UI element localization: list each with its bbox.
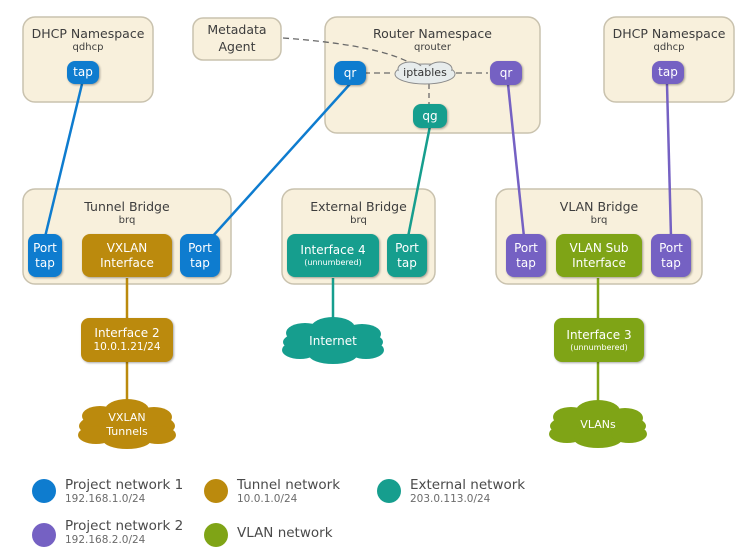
router-qr-right: qr bbox=[490, 61, 522, 85]
dhcp-namespace-left-box bbox=[22, 16, 154, 103]
legend-project1-dot bbox=[32, 479, 56, 503]
interface-2-line1: Interface 2 bbox=[94, 325, 160, 340]
interface-3: Interface 3 (unnumbered) bbox=[554, 318, 644, 362]
legend-tunnel-dot bbox=[204, 479, 228, 503]
vlan-port-tap-left: Port tap bbox=[506, 234, 546, 277]
vlan-port-right-label: Port bbox=[659, 240, 683, 255]
legend-external-cidr: 203.0.113.0/24 bbox=[410, 493, 491, 505]
external-port-label: Port bbox=[395, 240, 419, 255]
interface-3-line1: Interface 3 bbox=[566, 327, 632, 342]
tunnel-tap-left-label: tap bbox=[35, 255, 55, 270]
vxlan-line2: Interface bbox=[100, 255, 154, 270]
dhcp-left-title: DHCP Namespace bbox=[31, 26, 145, 41]
dhcp-namespace-right-box bbox=[603, 16, 735, 103]
link-router-qr-to-tunnel-port bbox=[211, 83, 351, 238]
vlan-tap-right-label: tap bbox=[661, 255, 681, 270]
router-qg: qg bbox=[413, 104, 447, 128]
legend-vlan-dot bbox=[204, 523, 228, 547]
interface-4: Interface 4 (unnumbered) bbox=[287, 234, 379, 277]
interface-2-line2: 10.0.1.21/24 bbox=[93, 340, 161, 353]
metadata-agent-box bbox=[192, 17, 282, 61]
link-dhcp-left-to-tunnel-port bbox=[43, 83, 84, 238]
link-router-qr-to-vlan-port bbox=[506, 83, 526, 238]
legend-external: External network 203.0.113.0/24 bbox=[410, 477, 525, 505]
vlan-sub-line2: Interface bbox=[572, 255, 626, 270]
tunnel-bridge-subtitle: brq bbox=[118, 215, 136, 226]
legend-vlan-name: VLAN network bbox=[237, 525, 333, 541]
external-tap-label: tap bbox=[397, 255, 417, 270]
interface-4-line2: (unnumbered) bbox=[304, 258, 362, 267]
legend-tunnel: Tunnel network 10.0.1.0/24 bbox=[237, 477, 340, 505]
vlan-bridge-subtitle: brq bbox=[590, 215, 608, 226]
link-dhcp-right-to-vlan-port bbox=[665, 83, 673, 238]
tunnel-bridge-title: Tunnel Bridge bbox=[84, 199, 170, 214]
legend-tunnel-cidr: 10.0.1.0/24 bbox=[237, 493, 298, 505]
legend-tunnel-name: Tunnel network bbox=[237, 477, 341, 493]
dhcp-left-tap: tap bbox=[67, 61, 99, 84]
tunnel-port-left-label: Port bbox=[33, 240, 57, 255]
dhcp-left-subtitle: qdhcp bbox=[72, 42, 104, 53]
metadata-agent-line1: Metadata bbox=[207, 22, 267, 37]
vlan-bridge-title: VLAN Bridge bbox=[559, 199, 639, 214]
vxlan-tunnels-line2: Tunnels bbox=[106, 425, 148, 438]
vxlan-tunnels-cloud bbox=[78, 399, 176, 449]
legend-project2-name: Project network 2 bbox=[65, 518, 184, 534]
dhcp-right-tap: tap bbox=[652, 61, 684, 84]
internet-label: Internet bbox=[309, 334, 357, 348]
external-bridge-title: External Bridge bbox=[310, 199, 407, 214]
iptables-cloud bbox=[394, 61, 456, 85]
router-subtitle: qrouter bbox=[414, 42, 451, 53]
vxlan-interface: VXLAN Interface bbox=[82, 234, 172, 277]
vxlan-line1: VXLAN bbox=[106, 240, 148, 255]
vxlan-tunnels-line1: VXLAN bbox=[108, 411, 146, 424]
tunnel-port-right-label: Port bbox=[188, 240, 212, 255]
vlan-sub-line1: VLAN Sub bbox=[569, 240, 629, 255]
legend-external-dot bbox=[377, 479, 401, 503]
vlan-port-tap-right: Port tap bbox=[651, 234, 691, 277]
dhcp-right-subtitle: qdhcp bbox=[653, 42, 685, 53]
vlans-label: VLANs bbox=[580, 418, 616, 431]
tunnel-port-tap-right: Port tap bbox=[180, 234, 220, 277]
router-title: Router Namespace bbox=[373, 26, 492, 41]
legend-external-name: External network bbox=[410, 477, 526, 493]
vlan-tap-left-label: tap bbox=[516, 255, 536, 270]
legend-project1-cidr: 192.168.1.0/24 bbox=[65, 493, 146, 505]
vlan-port-left-label: Port bbox=[514, 240, 538, 255]
iptables-label: iptables bbox=[403, 66, 447, 79]
metadata-link bbox=[282, 37, 413, 65]
legend-vlan: VLAN network bbox=[237, 525, 333, 541]
router-qr-left: qr bbox=[334, 61, 366, 85]
vlans-cloud bbox=[549, 400, 647, 448]
vlan-sub-interface: VLAN Sub Interface bbox=[556, 234, 642, 277]
dhcp-right-title: DHCP Namespace bbox=[612, 26, 726, 41]
interface-3-line2: (unnumbered) bbox=[570, 342, 628, 352]
tunnel-port-tap-left: Port tap bbox=[28, 234, 62, 277]
tunnel-tap-right-label: tap bbox=[190, 255, 210, 270]
metadata-agent-line2: Agent bbox=[218, 39, 256, 54]
legend-project1-name: Project network 1 bbox=[65, 477, 184, 493]
interface-2: Interface 2 10.0.1.21/24 bbox=[81, 318, 173, 362]
legend-project2: Project network 2 192.168.2.0/24 bbox=[65, 518, 183, 546]
legend-project2-dot bbox=[32, 523, 56, 547]
link-router-qg-to-external-port bbox=[406, 125, 432, 238]
external-port-tap: Port tap bbox=[387, 234, 427, 277]
interface-4-line1: Interface 4 bbox=[300, 243, 366, 257]
external-bridge-subtitle: brq bbox=[350, 215, 367, 226]
legend-project2-cidr: 192.168.2.0/24 bbox=[65, 534, 146, 546]
internet-cloud bbox=[282, 317, 384, 364]
legend-project1: Project network 1 192.168.1.0/24 bbox=[65, 477, 183, 505]
